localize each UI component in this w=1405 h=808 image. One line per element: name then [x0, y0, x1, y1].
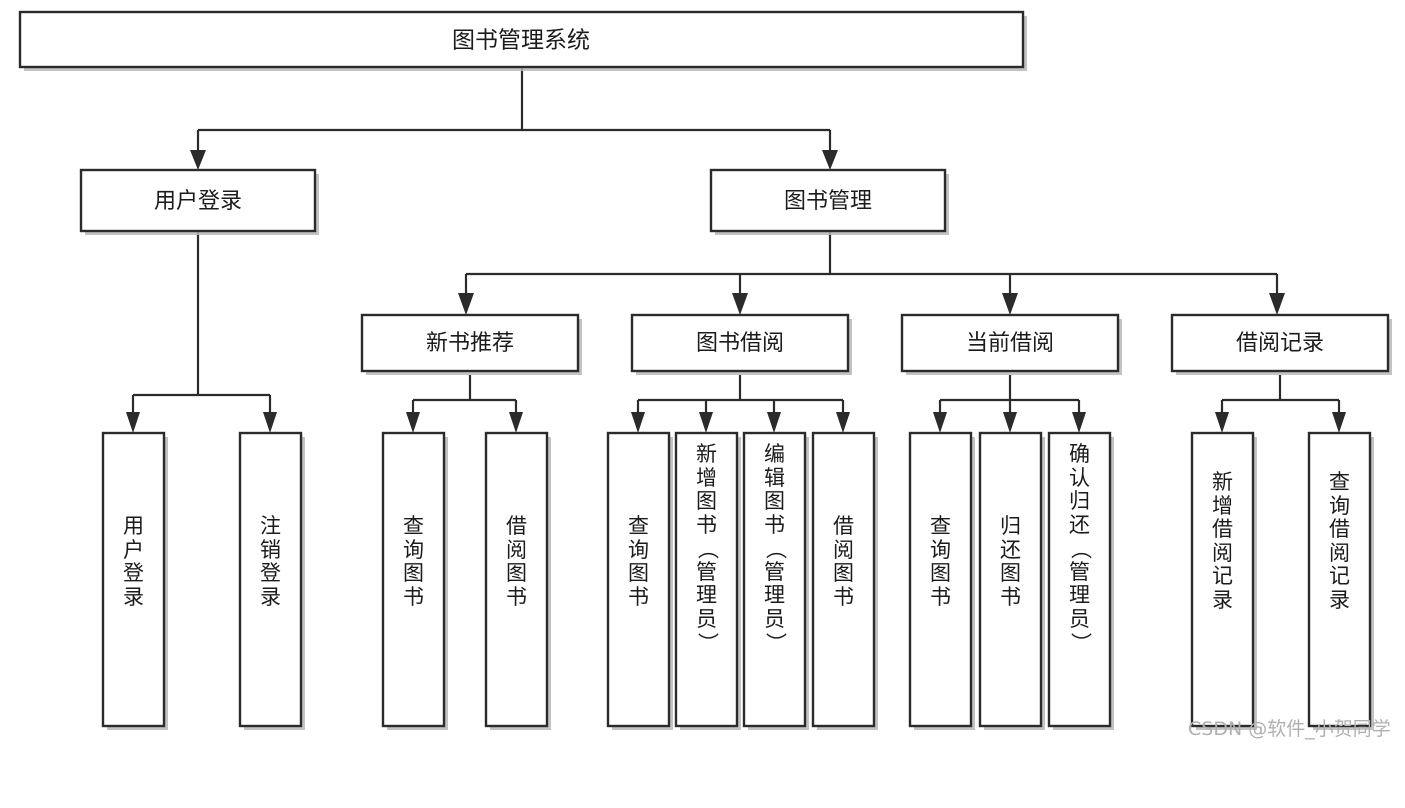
book-mgmt-node-box[interactable]	[709, 168, 947, 233]
leaf-box-current-0[interactable]	[908, 431, 973, 728]
leaf-box-borrow-3[interactable]	[811, 431, 876, 728]
root-node-box[interactable]	[18, 10, 1025, 69]
new-book-recommend-node-label: 新书推荐	[426, 331, 514, 356]
root-node-label: 图书管理系统	[452, 28, 590, 54]
user-login-node-box[interactable]	[79, 168, 317, 233]
arrow-to-leaf-logout	[263, 412, 277, 433]
arrow-to-book-borrow	[732, 293, 748, 315]
book-borrow-node-box[interactable]	[630, 313, 850, 373]
leaf-box-recommend-0[interactable]	[381, 431, 446, 728]
leaf-box-borrow-1[interactable]	[674, 431, 739, 728]
leaf-box-user-login-0[interactable]	[101, 431, 166, 728]
arrow-to-book-mgmt	[822, 150, 838, 170]
new-book-recommend-node-box[interactable]	[360, 313, 580, 373]
arrow-to-leaf-borrow-2	[699, 412, 713, 433]
node-boxes-layer	[18, 10, 1392, 730]
arrow-to-leaf-borrow-4	[836, 412, 850, 433]
leaf-box-current-1[interactable]	[978, 431, 1043, 728]
connectors-layer	[126, 68, 1346, 433]
arrow-to-leaf-current-2	[1003, 412, 1017, 433]
arrow-to-leaf-record-1	[1215, 412, 1229, 433]
leaf-box-borrow-0[interactable]	[606, 431, 671, 728]
borrow-record-node-label: 借阅记录	[1236, 331, 1324, 356]
leaf-box-recommend-1[interactable]	[484, 431, 549, 728]
leaf-box-borrow-2[interactable]	[742, 431, 807, 728]
book-management-system-tree-diagram: 图书管理系统 用户登录 图书管理 新书推荐 图书借阅 当前借阅 借阅记录 用户登…	[18, 10, 1392, 740]
arrow-to-user-login	[190, 150, 206, 170]
book-mgmt-node-label: 图书管理	[784, 189, 872, 214]
user-login-node-label: 用户登录	[154, 189, 242, 214]
current-borrow-node-label: 当前借阅	[966, 331, 1054, 356]
arrow-to-leaf-borrow-3	[767, 412, 781, 433]
arrow-to-leaf-user-login	[126, 412, 140, 433]
arrow-to-leaf-current-1	[933, 412, 947, 433]
book-borrow-node-label: 图书借阅	[696, 331, 784, 356]
arrow-to-leaf-borrow-1	[631, 412, 645, 433]
arrow-to-leaf-recommend-1	[406, 412, 420, 433]
leaf-box-current-2[interactable]	[1047, 431, 1112, 728]
arrow-to-leaf-current-3	[1072, 412, 1086, 433]
arrow-to-current-borrow	[1002, 293, 1018, 315]
node-labels-layer: 图书管理系统 用户登录 图书管理 新书推荐 图书借阅 当前借阅 借阅记录	[154, 28, 1324, 357]
arrow-to-borrow-record	[1269, 293, 1285, 315]
arrow-to-leaf-recommend-2	[509, 412, 523, 433]
leaf-box-record-1[interactable]	[1307, 431, 1372, 728]
leaf-box-record-0[interactable]	[1190, 431, 1255, 728]
current-borrow-node-box[interactable]	[900, 313, 1120, 373]
arrow-to-leaf-record-2	[1332, 412, 1346, 433]
leaf-box-user-login-1[interactable]	[238, 431, 303, 728]
arrow-to-new-book-recommend	[458, 293, 474, 315]
diagram-canvas: 图书管理系统 用户登录 图书管理 新书推荐 图书借阅 当前借阅 借阅记录	[18, 10, 1392, 730]
borrow-record-node-box[interactable]	[1170, 313, 1390, 373]
